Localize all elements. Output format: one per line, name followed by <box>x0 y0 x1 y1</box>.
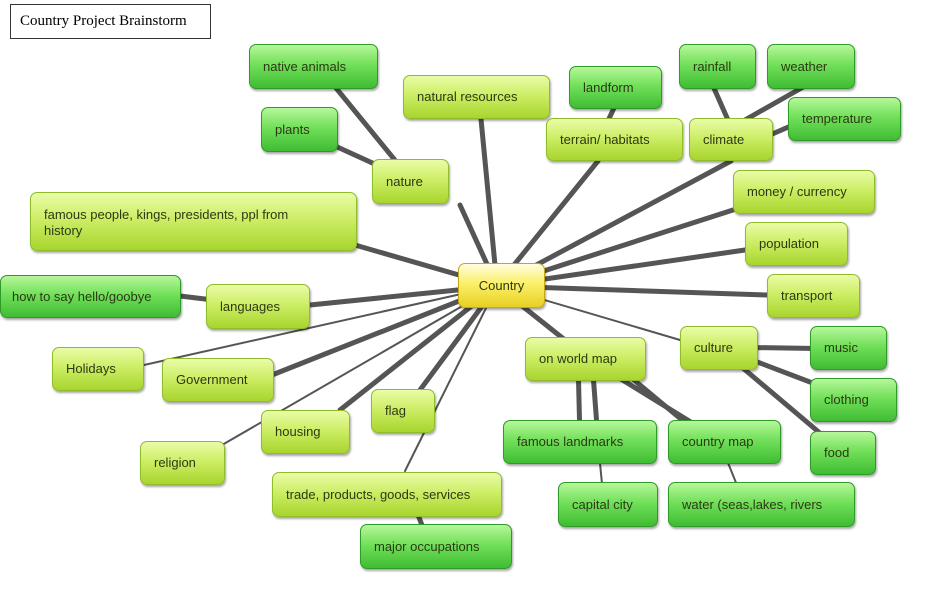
node-flag[interactable]: flag <box>371 389 435 433</box>
node-label: transport <box>781 288 833 303</box>
node-label: rainfall <box>693 58 732 74</box>
node-natural-resources[interactable]: natural resources <box>403 75 550 119</box>
node-label: capital city <box>572 496 633 512</box>
node-water[interactable]: water (seas,lakes, rivers <box>668 482 855 527</box>
node-major-occupations[interactable]: major occupations <box>360 524 512 569</box>
node-label: terrain/ habitats <box>560 131 650 147</box>
node-temperature[interactable]: temperature <box>788 97 901 141</box>
node-label: Holidays <box>66 361 116 376</box>
node-label: nature <box>386 173 423 189</box>
node-label: music <box>824 340 858 355</box>
node-on-world-map[interactable]: on world map <box>525 337 646 381</box>
node-government[interactable]: Government <box>162 358 274 402</box>
node-capital-city[interactable]: capital city <box>558 482 658 527</box>
node-label: famous landmarks <box>517 434 624 449</box>
node-label: weather <box>781 58 828 74</box>
node-label: temperature <box>802 111 873 126</box>
node-plants[interactable]: plants <box>261 107 338 152</box>
node-label: languages <box>220 298 280 314</box>
node-famous-landmarks[interactable]: famous landmarks <box>503 420 657 464</box>
node-label: major occupations <box>374 538 480 554</box>
node-nature[interactable]: nature <box>372 159 449 204</box>
diagram-title: Country Project Brainstorm <box>10 4 211 39</box>
node-label: population <box>759 236 819 251</box>
node-label: country map <box>682 434 754 449</box>
node-label: how to say hello/goobye <box>12 288 152 304</box>
node-country-map[interactable]: country map <box>668 420 781 464</box>
node-holidays[interactable]: Holidays <box>52 347 144 391</box>
node-culture[interactable]: culture <box>680 326 758 370</box>
node-trade[interactable]: trade, products, goods, services <box>272 472 502 517</box>
edge-climate-rainfall <box>710 83 731 123</box>
node-famous-people[interactable]: famous people, kings, presidents, ppl fr… <box>30 192 357 251</box>
node-weather[interactable]: weather <box>767 44 855 89</box>
node-housing[interactable]: housing <box>261 410 350 454</box>
node-label: landform <box>583 79 634 95</box>
node-native-animals[interactable]: native animals <box>249 44 378 89</box>
node-how-to-say-hello[interactable]: how to say hello/goobye <box>0 275 181 318</box>
node-country[interactable]: Country <box>458 263 545 308</box>
node-label: natural resources <box>417 89 518 104</box>
node-religion[interactable]: religion <box>140 441 225 485</box>
node-landform[interactable]: landform <box>569 66 662 109</box>
node-label: famous people, kings, presidents, ppl fr… <box>44 207 289 238</box>
node-label: culture <box>694 340 734 355</box>
node-label: climate <box>703 131 745 147</box>
node-label: clothing <box>824 392 869 407</box>
node-label: Government <box>176 372 248 387</box>
node-label: on world map <box>539 351 618 366</box>
node-label: food <box>824 445 850 460</box>
node-label: religion <box>154 455 196 470</box>
node-music[interactable]: music <box>810 326 887 370</box>
node-food[interactable]: food <box>810 431 876 475</box>
node-clothing[interactable]: clothing <box>810 378 897 422</box>
edge-climate-weather <box>742 83 808 123</box>
edge-center-holidays <box>143 285 498 366</box>
node-transport[interactable]: transport <box>767 274 860 318</box>
edge-center-trade <box>404 285 498 472</box>
node-label: trade, products, goods, services <box>286 486 471 502</box>
node-rainfall[interactable]: rainfall <box>679 44 756 89</box>
node-terrain-habitats[interactable]: terrain/ habitats <box>546 118 683 161</box>
node-languages[interactable]: languages <box>206 284 310 329</box>
node-label: flag <box>385 403 406 418</box>
node-label: water (seas,lakes, rivers <box>682 496 823 512</box>
node-label: Country <box>478 277 525 293</box>
node-climate[interactable]: climate <box>689 118 773 161</box>
node-label: plants <box>275 121 310 137</box>
node-money-currency[interactable]: money / currency <box>733 170 875 214</box>
node-population[interactable]: population <box>745 222 848 266</box>
edge-center-natural-resources <box>478 116 500 289</box>
node-label: native animals <box>263 58 347 74</box>
node-label: money / currency <box>747 184 847 199</box>
node-label: housing <box>275 424 321 439</box>
